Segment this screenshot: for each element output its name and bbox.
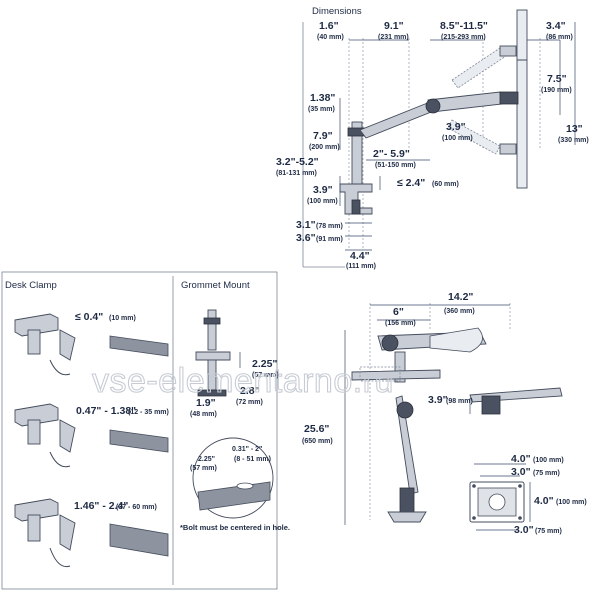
grommet-dim-c-mm: (48 mm) — [190, 411, 217, 418]
dim-label: 4.4" — [350, 250, 370, 262]
side-view-monitor — [469, 387, 563, 415]
vesa-plate — [469, 463, 531, 531]
dim-label: 3.1" — [296, 219, 316, 231]
dim-label: (100 mm) — [307, 198, 338, 205]
grommet-dim-b: 2.8" — [240, 385, 260, 397]
grommet-dim-c: 1.9" — [196, 397, 216, 409]
grommet-dim-d: 2.25" — [198, 456, 215, 463]
tilt-pivot — [499, 91, 519, 105]
dim-label: 3.2"-5.2" — [276, 156, 319, 168]
desk-clamp-title: Desk Clamp — [5, 280, 57, 291]
dim-label: (200 mm) — [309, 144, 340, 151]
clamp-range-1: ≤ 0.4" — [75, 311, 103, 323]
pivot-lowered — [499, 143, 517, 155]
clamp-range-1-mm: (10 mm) — [109, 315, 136, 322]
arm-lowered-ghost — [447, 119, 501, 155]
topview-dim-label: (360 mm) — [444, 308, 475, 315]
dim-label: 3.4" — [546, 20, 566, 32]
grommet-title: Grommet Mount — [181, 280, 250, 291]
top-view-arm — [351, 327, 487, 523]
grommet-dim-b-mm: (72 mm) — [236, 399, 263, 406]
dim-label: (60 mm) — [432, 181, 459, 188]
dim-label: 7.9" — [313, 130, 333, 142]
dim-label: (190 mm) — [541, 87, 572, 94]
dim-label: (35 mm) — [308, 106, 335, 113]
dim-label: ≤ 2.4" — [397, 177, 425, 189]
grommet-drawing — [195, 309, 241, 397]
dim-label: (78 mm) — [316, 223, 343, 230]
vesa-dim-a: 4.0" — [511, 453, 531, 465]
topview-dim-label: (650 mm) — [302, 438, 333, 445]
mounting-options-box — [1, 271, 278, 590]
vesa-dim-a-mm: (100 mm) — [533, 457, 564, 464]
dim-label: 9.1" — [384, 20, 404, 32]
dim-label: 3.9" — [446, 121, 466, 133]
clamp-range-3: 1.46" - 2.4" — [74, 500, 128, 512]
clamp-range-3-mm: (37 - 60 mm) — [116, 504, 157, 511]
dim-label: (231 mm) — [378, 34, 409, 41]
vesa-dim-d: 3.0" — [514, 524, 534, 536]
topview-dim-label: 6" — [393, 306, 404, 318]
dim-label: 2"- 5.9" — [373, 148, 410, 160]
clamp-row-1 — [14, 313, 169, 376]
grommet-dim-a: 2.25" — [252, 358, 277, 370]
dim-label: (100 mm) — [442, 135, 473, 142]
dim-label: (86 mm) — [546, 34, 573, 41]
pivot-raised — [499, 45, 517, 57]
topview-dim-label: 14.2" — [448, 291, 473, 303]
vesa-dim-b-mm: (75 mm) — [533, 470, 560, 477]
clamp-row-3 — [14, 498, 169, 568]
grommet-dim-e-mm: (8 - 51 mm) — [234, 456, 271, 463]
vesa-dim-c-mm: (100 mm) — [556, 499, 587, 506]
grommet-dim-a-mm: (57 mm) — [252, 372, 279, 379]
grommet-note: *Bolt must be centered in hole. — [180, 523, 290, 532]
desk-clamp-body — [339, 183, 373, 215]
lower-arm — [359, 101, 437, 139]
dim-label: (81-131 mm) — [276, 170, 317, 177]
vesa-dim-b: 3.0" — [511, 466, 531, 478]
dim-label: 7.5" — [547, 73, 567, 85]
clamp-range-2: 0.47" - 1.38" — [76, 405, 136, 417]
watermark-text: vse-elementarno.ru — [92, 362, 394, 400]
arm-raised-ghost — [451, 47, 507, 89]
dim-label: 1.6" — [319, 20, 339, 32]
dim-label: (215-293 mm) — [441, 34, 486, 41]
dim-label: 3.6" — [296, 232, 316, 244]
dim-label: 8.5"-11.5" — [440, 20, 488, 32]
vesa-dim-c: 4.0" — [534, 495, 554, 507]
dim-label: (40 mm) — [317, 34, 344, 41]
clamp-screw — [351, 199, 361, 215]
dim-label: (330 mm) — [558, 137, 589, 144]
dim-label: 1.38" — [310, 92, 335, 104]
topview-dim-label: (98 mm) — [446, 398, 473, 405]
dim-label: (111 mm) — [346, 263, 376, 270]
monitor-profile — [516, 9, 528, 189]
dim-label: (51-150 mm) — [375, 162, 416, 169]
topview-dim-label: 3.9" — [428, 394, 448, 406]
dim-label: 3.9" — [313, 184, 333, 196]
dim-label: (91 mm) — [316, 236, 343, 243]
topview-dim-label: 25.6" — [304, 423, 329, 435]
grommet-dim-e: 0.31" - 2" — [232, 446, 262, 453]
dim-label: 13" — [566, 123, 583, 135]
grommet-dim-d-mm: (57 mm) — [190, 465, 217, 472]
dimensions-title: Dimensions — [312, 6, 362, 17]
vesa-dim-d-mm: (75 mm) — [535, 528, 562, 535]
topview-dim-label: (156 mm) — [385, 320, 416, 327]
grommet-hole — [236, 482, 254, 490]
clamp-range-2-mm: (12 - 35 mm) — [128, 409, 169, 416]
elbow-joint — [425, 98, 441, 114]
clamp-row-2 — [14, 403, 169, 468]
